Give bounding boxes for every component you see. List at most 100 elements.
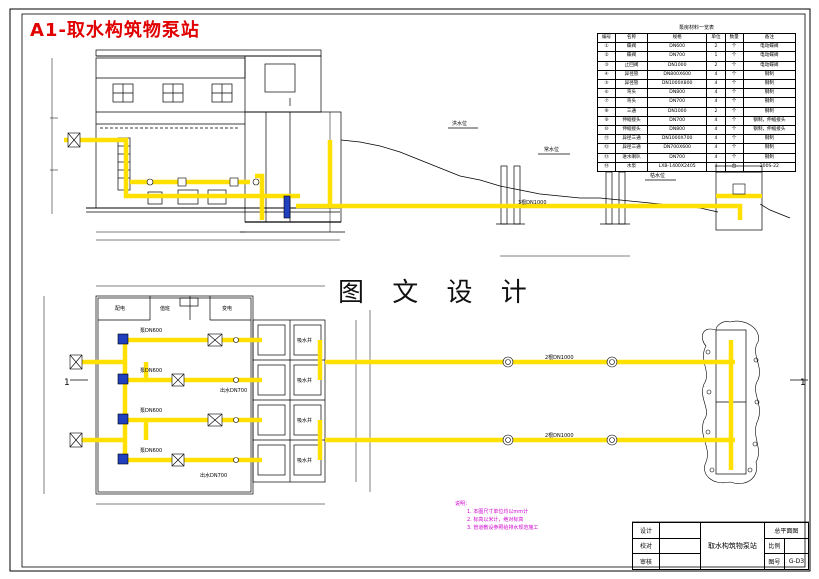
table-cell: 异径三通 xyxy=(615,134,648,145)
table-cell: 钢制，伸缩接头 xyxy=(742,125,797,136)
plan-pipe-label-bottom: 2根DN1000 xyxy=(545,433,574,439)
section-mark-left: 1 xyxy=(64,378,70,388)
table-cell: 钢制 xyxy=(742,143,797,154)
column-header: 数量 xyxy=(724,32,744,44)
table-cell: 异径管 xyxy=(615,69,648,81)
table-cell: 台 xyxy=(724,161,744,173)
table-cell: 个 xyxy=(724,79,744,90)
table-cell: 钢制 xyxy=(742,88,797,99)
outer-frame xyxy=(9,8,811,572)
table-cell: ⑨ xyxy=(596,115,617,127)
column-header: 名称 xyxy=(615,32,648,44)
table-cell: LXB-1400X2405 xyxy=(646,161,708,173)
table-cell: 4 xyxy=(706,88,726,99)
column-header: 单位 xyxy=(706,32,726,44)
well-label-4: 吸水井 xyxy=(297,458,313,464)
table-cell: ② xyxy=(596,51,617,62)
table-cell: 4 xyxy=(706,79,726,90)
table-cell: ③ xyxy=(596,60,617,71)
table-cell: 弯头 xyxy=(615,88,648,99)
drawing-notes: 说明： 1. 本图尺寸单位均以mm计 2. 标高以米计，绝对标高 3. 管道敷设… xyxy=(455,500,538,532)
level-label-flood: 洪水位 xyxy=(452,121,468,127)
table-cell: 异径三通 xyxy=(615,143,648,154)
branch-label-1: 出水DN700 xyxy=(220,388,248,394)
table-cell: 个 xyxy=(724,69,744,81)
section-mark-right: 1 xyxy=(800,378,806,388)
table-cell: 2 xyxy=(706,42,726,53)
table-cell: 2 xyxy=(706,60,726,71)
table-cell: DN1000 xyxy=(646,60,708,71)
well-label-2: 吸水井 xyxy=(297,378,313,384)
level-label-low: 枯水位 xyxy=(650,173,666,179)
table-cell: 个 xyxy=(724,51,744,62)
materials-table-title: 泵房材料一览表 xyxy=(678,25,714,31)
table-cell: 进水喇叭 xyxy=(615,152,648,163)
title-block: 设计 取水构筑物泵站 总平面图 校对 比例 审核 图号 G-D3 xyxy=(632,522,810,570)
table-cell: 电动蝶阀 xyxy=(742,51,797,62)
table-cell: 个 xyxy=(724,115,744,127)
table-cell: ⑭ xyxy=(596,161,617,173)
table-cell: 钢制 xyxy=(742,134,797,145)
title-block-scale-label: 比例 xyxy=(763,537,786,555)
table-cell: DN600 xyxy=(646,42,708,53)
table-cell: DN1000 xyxy=(646,106,708,117)
table-cell: 三通 xyxy=(615,106,648,117)
table-cell: 钢制 xyxy=(742,152,797,163)
table-cell: 止回阀 xyxy=(615,60,648,71)
table-cell: 个 xyxy=(724,42,744,53)
plan-fittings xyxy=(69,333,618,467)
drawing-title: A1-取水构筑物泵站 xyxy=(30,20,200,41)
table-cell: 异径管 xyxy=(615,79,648,90)
table-cell: 4 xyxy=(706,143,726,154)
table-cell: 个 xyxy=(724,106,744,117)
column-header: 备注 xyxy=(742,32,797,44)
table-cell: ⑥ xyxy=(596,88,617,99)
pump-label-2: 泵DN600 xyxy=(140,368,163,374)
table-cell: 伸缩接头 xyxy=(615,125,648,136)
table-cell: ⑦ xyxy=(596,97,617,108)
table-cell: 钢制 xyxy=(742,69,797,81)
room-label-b: 值班 xyxy=(160,306,171,312)
table-cell: 4 xyxy=(706,115,726,127)
table-cell: DN700 xyxy=(646,152,708,163)
table-cell: 个 xyxy=(724,125,744,136)
table-cell: 4 xyxy=(706,125,726,136)
pump-label-3: 泵DN600 xyxy=(140,408,163,414)
table-cell: 电动蝶阀 xyxy=(742,60,797,71)
table-header-row: 编号 名称 规格 单位 数量 备注 xyxy=(596,32,797,44)
table-cell: 弯头 xyxy=(615,97,648,108)
notes-title: 说明： xyxy=(455,501,471,507)
table-cell: 个 xyxy=(724,134,744,145)
table-cell: 伸缩接头 xyxy=(615,115,648,127)
table-cell: ⑧ xyxy=(596,106,617,117)
table-cell: 钢制，伸缩接头 xyxy=(742,115,797,127)
table-cell: 个 xyxy=(724,152,744,163)
table-cell: ⑪ xyxy=(596,134,617,145)
table-cell: 水泵 xyxy=(615,161,648,173)
table-cell: 2 xyxy=(706,106,726,117)
note-line-3: 3. 管道敷设参照给排水规范施工 xyxy=(467,525,539,531)
table-cell: DN800 xyxy=(646,88,708,99)
table-cell: 个 xyxy=(724,88,744,99)
room-label-c: 变电 xyxy=(222,306,233,312)
table-cell: DN700X600 xyxy=(646,143,708,154)
table-cell: DN1000X800 xyxy=(646,79,708,90)
table-cell: 个 xyxy=(724,60,744,71)
table-cell: DN1000X700 xyxy=(646,134,708,145)
title-block-drawing-type: 总平面图 xyxy=(763,522,810,539)
table-cell: 钢制 xyxy=(742,79,797,90)
table-cell: 200S-22 xyxy=(742,161,797,173)
table-cell: 4 xyxy=(706,69,726,81)
title-block-sheet-label: 图号 xyxy=(763,553,786,570)
table-cell: DN700 xyxy=(646,115,708,127)
table-cell: 4 xyxy=(706,152,726,163)
